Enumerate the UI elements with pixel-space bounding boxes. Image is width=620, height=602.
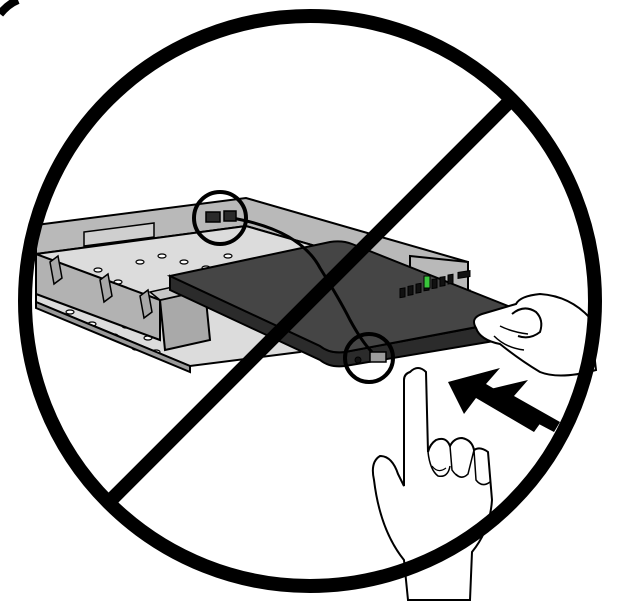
push-arrow-icon [448,368,560,432]
power-port [355,357,361,363]
network-port [370,352,386,362]
status-led [424,276,430,288]
corner-arc [0,0,18,14]
